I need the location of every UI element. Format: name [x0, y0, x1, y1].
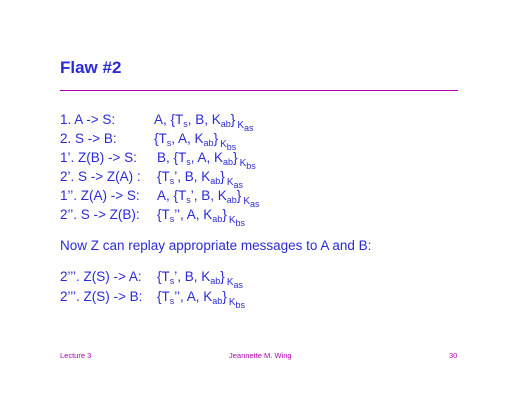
step-message: {Ts’, B, Kab}Kas [157, 269, 243, 290]
step-message: {Ts, A, Kab}Kbs [154, 131, 237, 152]
step-message: B, {Ts, A, Kab}Kbs [157, 150, 256, 171]
footer-page-number: 30 [449, 351, 458, 360]
footer-author: Jeannette M. Wing [229, 351, 292, 360]
step-label: 1. A -> S: [60, 112, 116, 127]
step-label: 2’’. S -> Z(B): [60, 207, 140, 222]
slide-title: Flaw #2 [60, 58, 122, 77]
step-label: 2. S -> B: [60, 131, 117, 146]
step-label: 2’’’. Z(S) -> B: [60, 289, 143, 304]
step-message: {Ts’’, A, Kab}Kbs [157, 289, 246, 310]
step-label: 1’’. Z(A) -> S: [60, 188, 140, 203]
step-label: 2’’’. Z(S) -> A: [60, 269, 142, 284]
title-divider [60, 90, 458, 91]
step-message: A, {Ts’, B, Kab}Kas [157, 188, 260, 209]
step-message: A, {Ts, B, Kab}Kas [154, 112, 254, 133]
step-label: 2’. S -> Z(A) : [60, 169, 141, 184]
step-message: {Ts’’, A, Kab}Kbs [157, 207, 246, 228]
footer-lecture: Lecture 3 [60, 351, 92, 360]
step-message: {Ts’, B, Kab}Kas [157, 169, 243, 190]
replay-note: Now Z can replay appropriate messages to… [60, 238, 372, 253]
step-label: 1’. Z(B) -> S: [60, 150, 137, 165]
